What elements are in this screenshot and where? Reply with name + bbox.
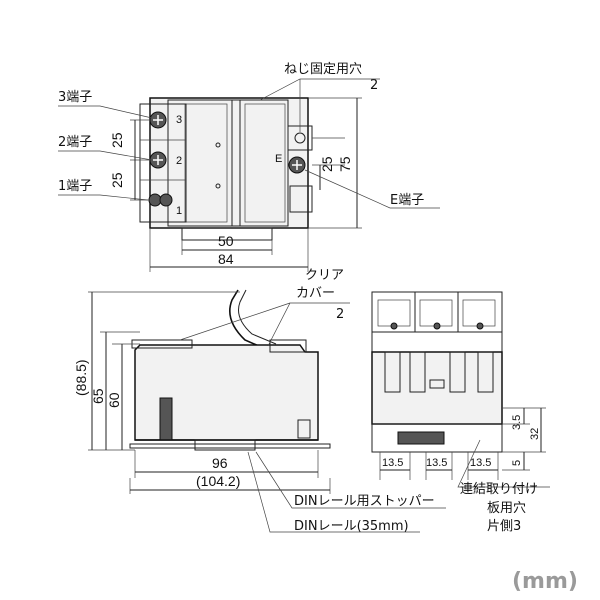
terminal-block [139,103,187,223]
top-view-bottom-tab [181,227,273,241]
label-din-stopper: DINレール用ストッパー [294,494,435,509]
dim-side-65: 65 [90,388,106,404]
front-view-base [371,423,503,453]
label-terminal-1: 1端子 [58,179,92,194]
side-view-slot [159,397,173,441]
top-view-body [149,97,309,229]
top-view-panel-left [184,103,228,223]
unit-label: (mm) [512,569,578,594]
e-terminal-screw [288,156,306,174]
label-clear-cover-2: カバー [296,286,335,301]
label-e-terminal: E端子 [390,193,424,208]
terminal-screw-1 [148,193,173,207]
dim-front-3-5: 3.5 [511,415,523,430]
dim-front-13-5-a: 13.5 [382,457,403,469]
terminal-screw-2 [149,151,167,169]
top-view: 3 2 1 E 3端子 2端子 1端子 25 25 ねじ固定用穴 2 [58,62,440,272]
terminal-mark-3: 3 [176,114,182,126]
label-plate-hole-2: 片側3 [487,519,521,534]
dim-top-75: 75 [337,156,353,172]
dim-side-96: 96 [212,455,228,471]
dim-side-60: 60 [106,392,122,408]
clear-cover-shape [229,289,269,351]
dim-side-88-5: (88.5) [73,359,89,396]
dim-front-32: 32 [529,428,541,440]
dim-side-104-2: (104.2) [196,473,240,489]
terminal-mark-1: 1 [176,205,182,217]
dim-top-25-b: 25 [109,172,125,188]
label-link-mount: 連結取り付け [460,482,538,497]
dim-top-25-a: 25 [109,132,125,148]
label-clear-cover-count: 2 [336,307,344,322]
terminal-mark-e: E [275,153,282,165]
label-din-rail: DINレール(35mm) [294,519,409,534]
dim-front-13-5-b: 13.5 [426,457,447,469]
label-screw-hole-count: 2 [370,78,378,93]
din-rail [194,439,256,451]
dim-front-13-5-c: 13.5 [470,457,491,469]
label-clear-cover: クリア [305,268,344,283]
dim-front-5: 5 [511,460,523,466]
label-terminal-2: 2端子 [58,135,92,150]
dim-top-25-e: 25 [319,156,335,172]
terminal-screw-3 [149,111,167,129]
label-terminal-3: 3端子 [58,90,92,105]
side-view: クリア カバー 2 (88.5) 65 60 96 (104.2) DINレール… [73,268,446,534]
label-plate-hole: 板用穴 [487,501,526,516]
label-screw-hole: ねじ固定用穴 [284,62,362,77]
terminal-mark-2: 2 [176,155,182,167]
dim-top-84: 84 [218,251,234,267]
front-view: 13.5 13.5 13.5 3.5 5 32 連結取り付け 板用穴 片側3 [371,291,550,534]
dim-top-50: 50 [218,233,234,249]
top-view-inner-frame [167,99,289,227]
top-view-panel-right [244,103,286,223]
